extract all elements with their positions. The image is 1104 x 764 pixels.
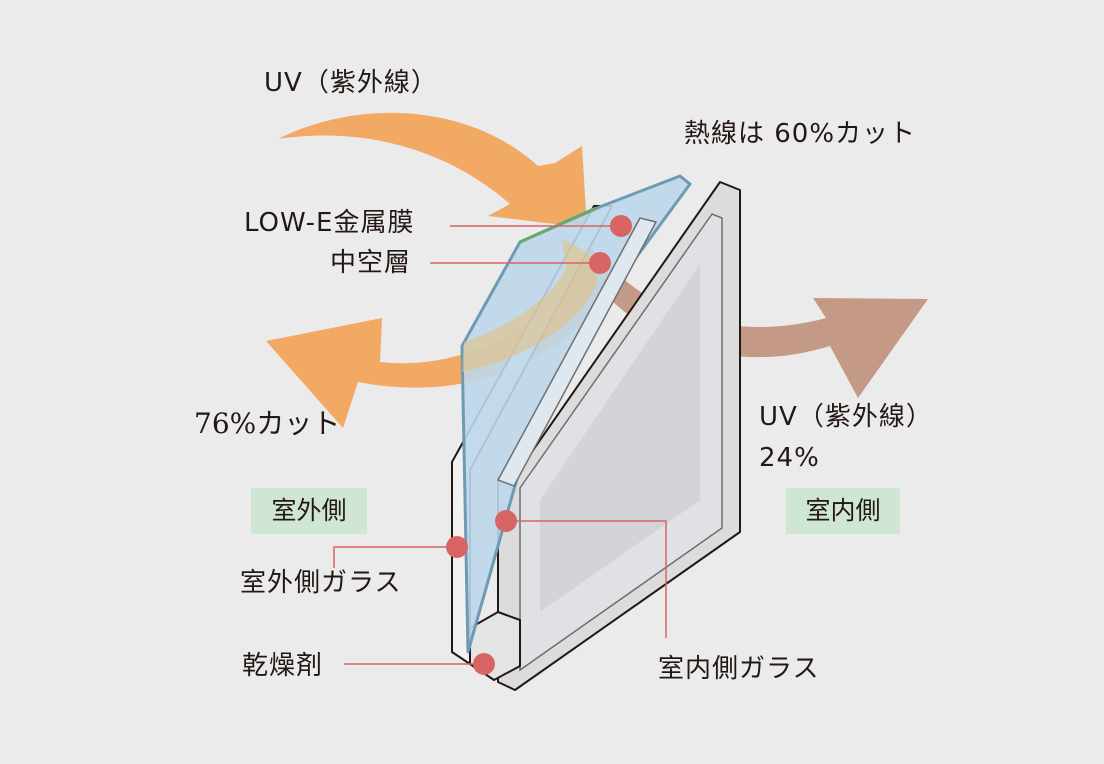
desiccant-label: 乾燥剤 [242, 651, 324, 681]
leader-outer-glass [333, 546, 456, 568]
inner-glass-sheen [540, 264, 700, 612]
inner-glass-label: 室内側ガラス [658, 654, 820, 684]
outer-glass-label: 室外側ガラス [240, 568, 402, 598]
marker-inner-glass [495, 510, 517, 532]
uv-through-glass [462, 240, 597, 372]
leader-inner-glass [506, 520, 667, 638]
uv-cut-label: 76%カット [194, 407, 341, 440]
heat-cut-label: 熱線は 60%カット [684, 119, 917, 149]
marker-desiccant [473, 653, 495, 675]
marker-hollow [589, 252, 611, 274]
uv-transmitted-label: UV（紫外線） [759, 402, 933, 432]
lowe-label: LOW-E金属膜 [244, 208, 415, 238]
outer-glass-inner-edge [496, 217, 658, 487]
inside-badge: 室内側 [786, 488, 900, 534]
uv-incoming-arrow [278, 112, 587, 228]
marker-lowe [610, 215, 632, 237]
marker-outer-glass [446, 536, 468, 558]
uv-transmitted-percent: 24% [759, 443, 820, 473]
hollow-label: 中空層 [330, 248, 412, 278]
outside-badge: 室外側 [251, 488, 367, 534]
uv-incoming-label: UV（紫外線） [264, 68, 438, 98]
lowe-film-edge [519, 206, 597, 244]
uv-reflected-arrow [266, 244, 615, 428]
uv-transmitted-arrow [596, 276, 928, 398]
